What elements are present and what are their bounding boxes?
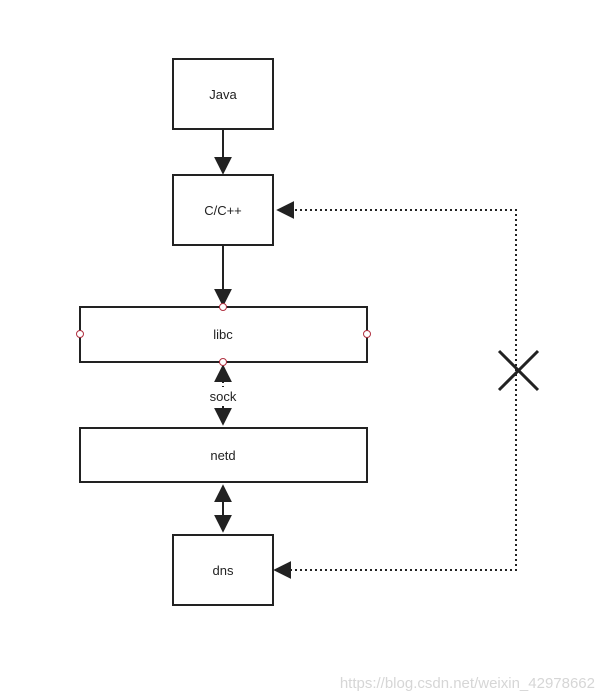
libc-port-left: [76, 330, 84, 338]
node-cpp-label: C/C++: [204, 203, 242, 218]
libc-port-bottom: [219, 358, 227, 366]
node-cpp: C/C++: [172, 174, 274, 246]
libc-port-top: [219, 303, 227, 311]
node-libc-label: libc: [213, 327, 233, 342]
node-java-label: Java: [209, 87, 237, 102]
node-dns: dns: [172, 534, 274, 606]
node-netd: netd: [79, 427, 368, 483]
node-java: Java: [172, 58, 274, 130]
blocked-x-icon: [497, 349, 540, 392]
node-dns-label: dns: [213, 563, 234, 578]
sock-label-bg: [205, 387, 241, 405]
node-libc: libc: [79, 306, 368, 363]
edge-dns-to-cpp-bypass: [273, 201, 517, 579]
watermark: https://blog.csdn.net/weixin_42978662: [339, 675, 595, 692]
libc-port-right: [363, 330, 371, 338]
edge-sock-label: sock: [210, 389, 237, 404]
node-netd-label: netd: [210, 448, 235, 463]
